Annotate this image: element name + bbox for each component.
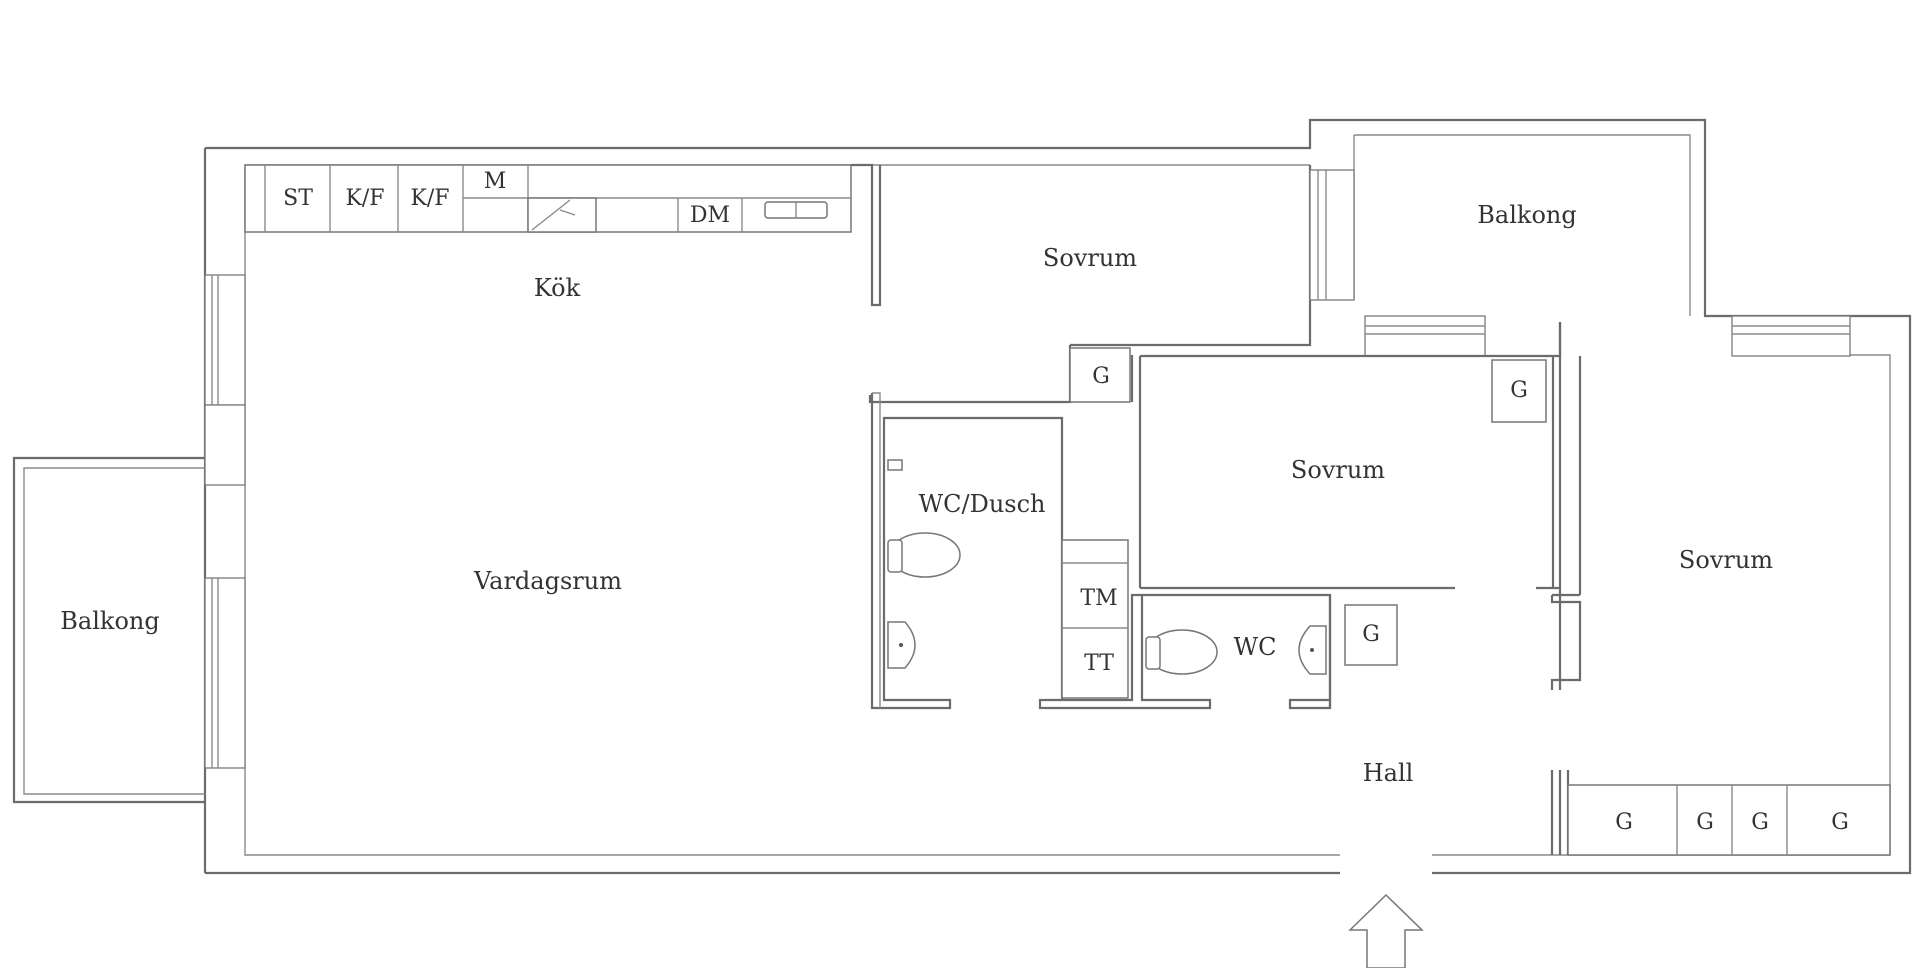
room-label-bedroom-top: Sovrum [1043,244,1137,272]
balcony-left [12,456,205,804]
label-kf-1: K/F [345,186,384,211]
label-m: M [484,169,507,194]
room-label-wc: WC [1233,633,1276,661]
room-label-balcony-top: Balkong [1477,201,1576,229]
sink-wc [1298,625,1327,675]
shower-tap [887,459,903,471]
room-label-living: Vardagsrum [473,567,622,595]
room-label-hall: Hall [1363,759,1414,787]
label-g-wc: G [1362,622,1380,647]
label-st: ST [283,186,313,211]
label-g-row-3: G [1751,810,1769,835]
window-living-gap [204,404,246,486]
room-label-kitchen: Kök [534,274,581,302]
sink-wc-dusch [887,621,916,669]
window-left-lower [204,577,246,769]
room-label-bedroom-right: Sovrum [1679,546,1773,574]
room-label-wc-dusch: WC/Dusch [918,490,1045,518]
label-tt: TT [1084,651,1114,676]
outer-walls [203,118,1912,875]
label-g-row-2: G [1696,810,1714,835]
window-left-upper [204,274,246,406]
interior-walls [851,163,1891,856]
label-dm: DM [690,203,730,228]
kitchen-counter [244,164,852,233]
room-label-balcony-left: Balkong [60,607,159,635]
label-g-row-4: G [1831,810,1849,835]
cabinets [1061,347,1547,699]
label-g-row-1: G [1615,810,1633,835]
toilet-wc [1145,629,1218,675]
label-g-hall-top: G [1092,364,1110,389]
label-tm: TM [1080,586,1117,611]
label-kf-2: K/F [410,186,449,211]
room-label-bedroom-mid: Sovrum [1291,456,1385,484]
label-g-bed-mid: G [1510,378,1528,403]
arrow-up-icon [1348,893,1424,968]
toilet-wc-dusch [887,532,961,578]
